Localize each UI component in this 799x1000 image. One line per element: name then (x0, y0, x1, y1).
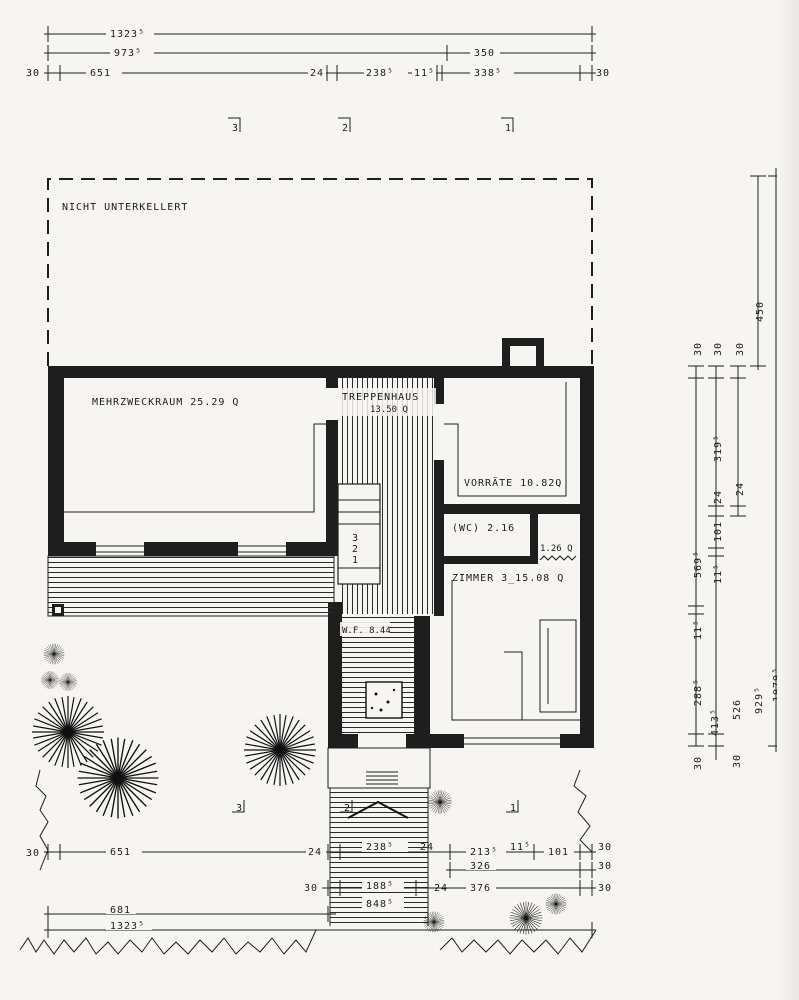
dim-bottom-24b: 24 (420, 842, 434, 853)
dim-right-5695: 569⁵ (693, 550, 704, 578)
right-dimension-lines: 450 30 24 30 319⁵ 24 101 11⁵ 30 569⁵ 11⁵… (688, 168, 784, 770)
dim-top-2385: 238⁵ (366, 68, 394, 79)
dim-bottom-1885: 188⁵ (366, 881, 394, 892)
top-dimension-lines: 1323⁵ 973⁵ 350 30 651 24 238⁵ 11⁵ 338⁵ 3… (26, 26, 610, 81)
dim-top-9735: 973⁵ (114, 48, 142, 59)
dim-right-c2-30: 30 (713, 342, 724, 356)
dim-bottom-651: 651 (110, 847, 131, 858)
dim-bottom-376: 376 (470, 883, 491, 894)
dim-bottom-24a: 24 (308, 847, 322, 858)
dim-bottom-30-r3: 30 (304, 883, 318, 894)
label-vorraete: VORRÄTE 10.82Q (464, 476, 562, 489)
section-mark-2: 2 (342, 123, 349, 134)
not-basement-area: NICHT UNTERKELLERT (47, 178, 593, 366)
dim-top-30-left: 30 (26, 68, 40, 79)
dim-top-30-right: 30 (596, 68, 610, 79)
dim-top-651: 651 (90, 68, 111, 79)
dim-right-c1-30: 30 (735, 342, 746, 356)
dim-top-total: 1323⁵ (110, 29, 145, 40)
dim-right-c3-30b: 30 (693, 756, 704, 770)
dim-bottom-2385: 238⁵ (366, 842, 394, 853)
dim-bottom-2135: 213⁵ (470, 847, 498, 858)
stair-step-3: 3 (352, 533, 359, 544)
dim-top-115: 11⁵ (414, 68, 435, 79)
dim-right-2885: 288⁵ (693, 678, 704, 706)
wf-room: W.F. 8.44 (340, 616, 414, 734)
section-mark-bottom-1: 1 (510, 803, 517, 814)
section-mark-bottom-3: 3 (236, 803, 243, 814)
bottom-dimension-lines: 30 651 24 238⁵ 24 213⁵ 11⁵ 101 30 326 30… (26, 838, 612, 938)
room-labels: MEHRZWECKRAUM 25.29 Q VORRÄTE 10.82Q (WC… (92, 397, 573, 584)
dim-right-115a: 11⁵ (713, 563, 724, 584)
label-mehrzweckraum: MEHRZWECKRAUM 25.29 Q (92, 397, 239, 408)
dim-right-450: 450 (755, 301, 766, 322)
dim-top-350: 350 (474, 48, 495, 59)
label-treppenhaus-area: 13.50 Q (370, 405, 408, 415)
dim-right-115b: 11⁵ (693, 619, 704, 640)
section-mark-3: 3 (232, 123, 239, 134)
treppenhaus: 3 2 1 TREPPENHAUS 13.50 Q (337, 378, 436, 614)
section-marks-bottom: 3 2 1 (232, 800, 519, 814)
dim-right-c1-24: 24 (735, 482, 746, 496)
main-walls (48, 366, 594, 748)
dim-bottom-8485: 848⁵ (366, 899, 394, 910)
label-wf: W.F. 8.44 (342, 626, 391, 636)
dim-bottom-681: 681 (110, 905, 131, 916)
stair-step-2: 2 (352, 544, 359, 555)
dim-right-c2-24: 24 (713, 490, 724, 504)
dim-bottom-30-r3b: 30 (598, 883, 612, 894)
landscaping (19, 643, 597, 955)
section-mark-1: 1 (505, 123, 512, 134)
stair-step-1: 1 (352, 555, 359, 566)
dim-right-9295: 929⁵ (754, 686, 765, 714)
page-edge-shadow (777, 0, 799, 1000)
dim-bottom-24-r3: 24 (434, 883, 448, 894)
label-zimmer3: ZIMMER 3_15.08 Q (452, 573, 564, 584)
dim-right-101: 101 (713, 521, 724, 542)
section-marks-top: 3 2 1 (228, 117, 514, 134)
terrace (47, 555, 335, 617)
dim-bottom-115: 11⁵ (510, 842, 531, 853)
dim-right-c5-30: 30 (732, 754, 743, 768)
dim-bottom-30: 30 (26, 848, 40, 859)
dim-bottom-101: 101 (548, 847, 569, 858)
dim-bottom-13235: 1323⁵ (110, 921, 145, 932)
label-treppenhaus: TREPPENHAUS (342, 392, 419, 403)
label-not-basement: NICHT UNTERKELLERT (62, 202, 188, 213)
inner-details (64, 382, 580, 721)
dim-top-24: 24 (310, 68, 324, 79)
chimney (502, 338, 544, 377)
dim-right-c3-30: 30 (693, 342, 704, 356)
label-wc: (WC) 2.16 (452, 523, 515, 534)
dim-right-526: 526 (732, 699, 743, 720)
section-mark-bottom-2: 2 (344, 803, 351, 814)
dim-bottom-326: 326 (470, 861, 491, 872)
label-small-room: 1.26 Q (540, 544, 573, 554)
dim-right-4135: 413⁵ (710, 708, 721, 736)
dim-right-3195: 319⁵ (713, 434, 724, 462)
dim-bottom-30-right: 30 (598, 842, 612, 853)
dim-top-3385: 338⁵ (474, 68, 502, 79)
dim-bottom-30-r2: 30 (598, 861, 612, 872)
